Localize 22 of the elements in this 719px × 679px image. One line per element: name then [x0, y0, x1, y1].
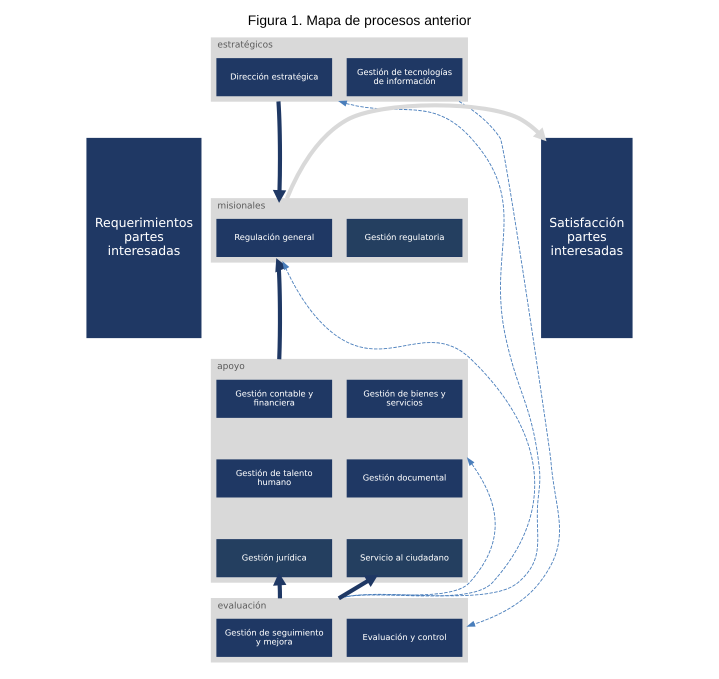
arrow: [285, 103, 546, 200]
node-box: Dirección estratégica: [216, 58, 332, 96]
node-box: Gestión regulatoria: [346, 218, 462, 258]
node-box: Regulación general: [216, 218, 332, 258]
diagram-title: Figura 1. Mapa de procesos anterior: [248, 12, 472, 28]
node-box: Gestión de talento humano: [216, 459, 332, 498]
node-box: Servicio al ciudadano: [346, 539, 462, 578]
arrow: [458, 100, 560, 627]
node-box: Gestión jurídica: [216, 539, 332, 578]
node-box: Requerimientos partes interesadas: [86, 138, 202, 338]
arrow: [282, 261, 536, 599]
node-box: Gestión de tecnologías de información: [346, 58, 462, 96]
arrow: [272, 101, 286, 203]
node-box: Gestión contable y financiera: [216, 380, 332, 418]
node-box: Evaluación y control: [346, 618, 462, 657]
arrow: [273, 572, 286, 598]
arrow: [338, 100, 540, 599]
node-box: Gestión de seguimiento y mejora: [216, 618, 332, 657]
node-box: Satisfacción partes interesadas: [541, 138, 633, 338]
node-box: Gestión documental: [346, 459, 462, 498]
arrow: [338, 574, 378, 600]
node-box: Gestión de bienes y servicios: [346, 380, 462, 418]
